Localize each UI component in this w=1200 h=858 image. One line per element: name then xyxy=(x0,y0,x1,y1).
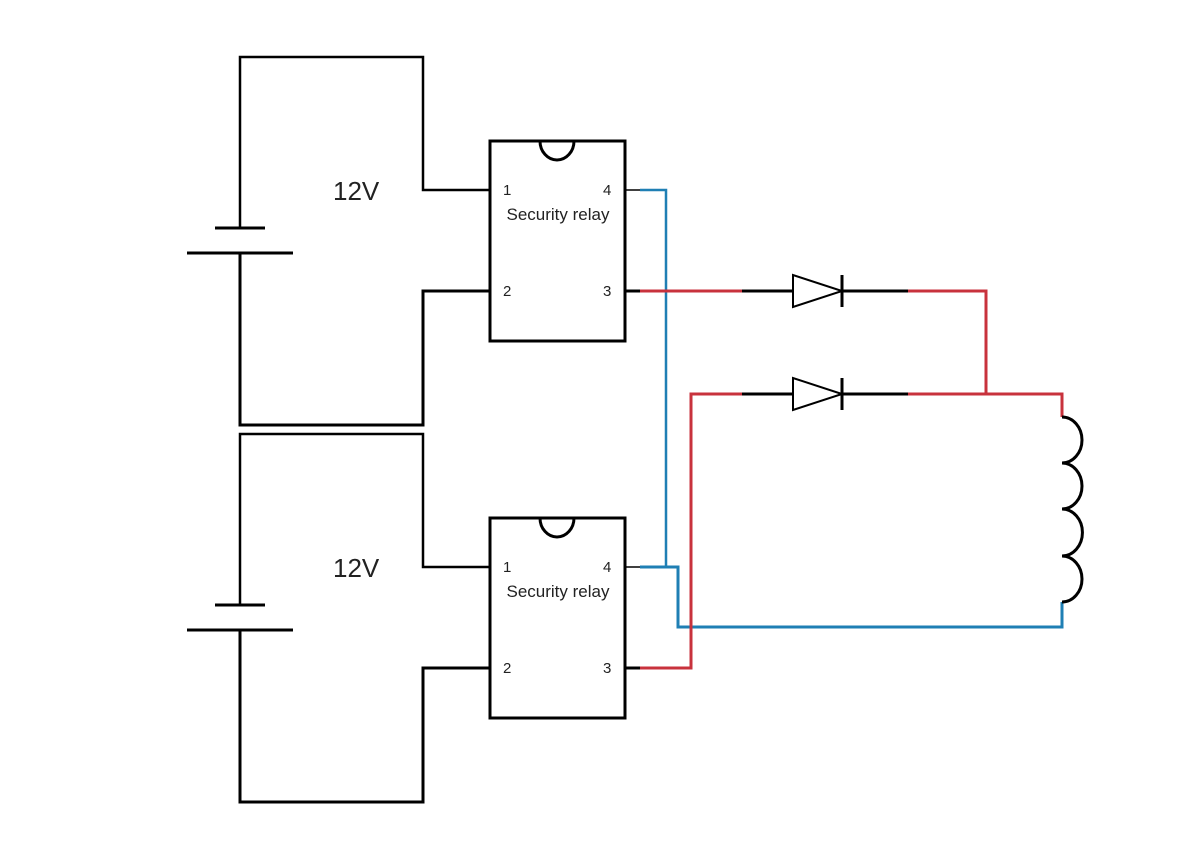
relay-2 xyxy=(488,516,640,720)
battery-1-top-wire xyxy=(238,55,490,228)
battery-1-bottom-wire xyxy=(238,253,490,427)
inductor-coil xyxy=(1061,415,1084,604)
battery-1-circuit xyxy=(187,55,490,427)
relay-1-body xyxy=(488,139,627,343)
relay-2-pin-4-wire xyxy=(640,565,1064,629)
diode-2-output-wire xyxy=(908,392,1064,417)
relay-1-pin-3-label: 3 xyxy=(603,283,611,300)
relay-2-pin-1-label: 1 xyxy=(503,559,511,576)
battery-2-circuit xyxy=(187,432,490,804)
diode-1 xyxy=(742,273,908,309)
relay-1-pin-2-label: 2 xyxy=(503,283,511,300)
relay-2-pin-3-wire xyxy=(640,392,742,670)
relay-1-pin-4-wire xyxy=(640,188,668,567)
relay-2-pin-4-label: 4 xyxy=(603,559,611,576)
battery-2-voltage-label: 12V xyxy=(333,553,380,583)
diode-1-output-wire xyxy=(908,289,988,394)
relay-2-pin-2-label: 2 xyxy=(503,660,511,677)
relay-2-name: Security relay xyxy=(507,582,610,601)
battery-1-voltage-label: 12V xyxy=(333,176,380,206)
positive-wires xyxy=(640,289,1064,670)
relay-1 xyxy=(488,139,640,343)
battery-2-bottom-wire xyxy=(238,630,490,804)
relay-1-pin-1-label: 1 xyxy=(503,182,511,199)
relay-2-pin-3-label: 3 xyxy=(603,660,611,677)
diode-1-triangle xyxy=(792,273,846,309)
diode-2-triangle xyxy=(792,376,846,412)
battery-2-top-wire xyxy=(238,432,490,605)
relay-1-notch xyxy=(538,140,576,162)
diode-2 xyxy=(742,376,908,412)
relay-2-notch xyxy=(538,517,576,539)
relay-1-pin-4-label: 4 xyxy=(603,182,611,199)
relay-1-name: Security relay xyxy=(507,205,610,224)
negative-wires xyxy=(640,188,1064,629)
relay-2-body xyxy=(488,516,627,720)
